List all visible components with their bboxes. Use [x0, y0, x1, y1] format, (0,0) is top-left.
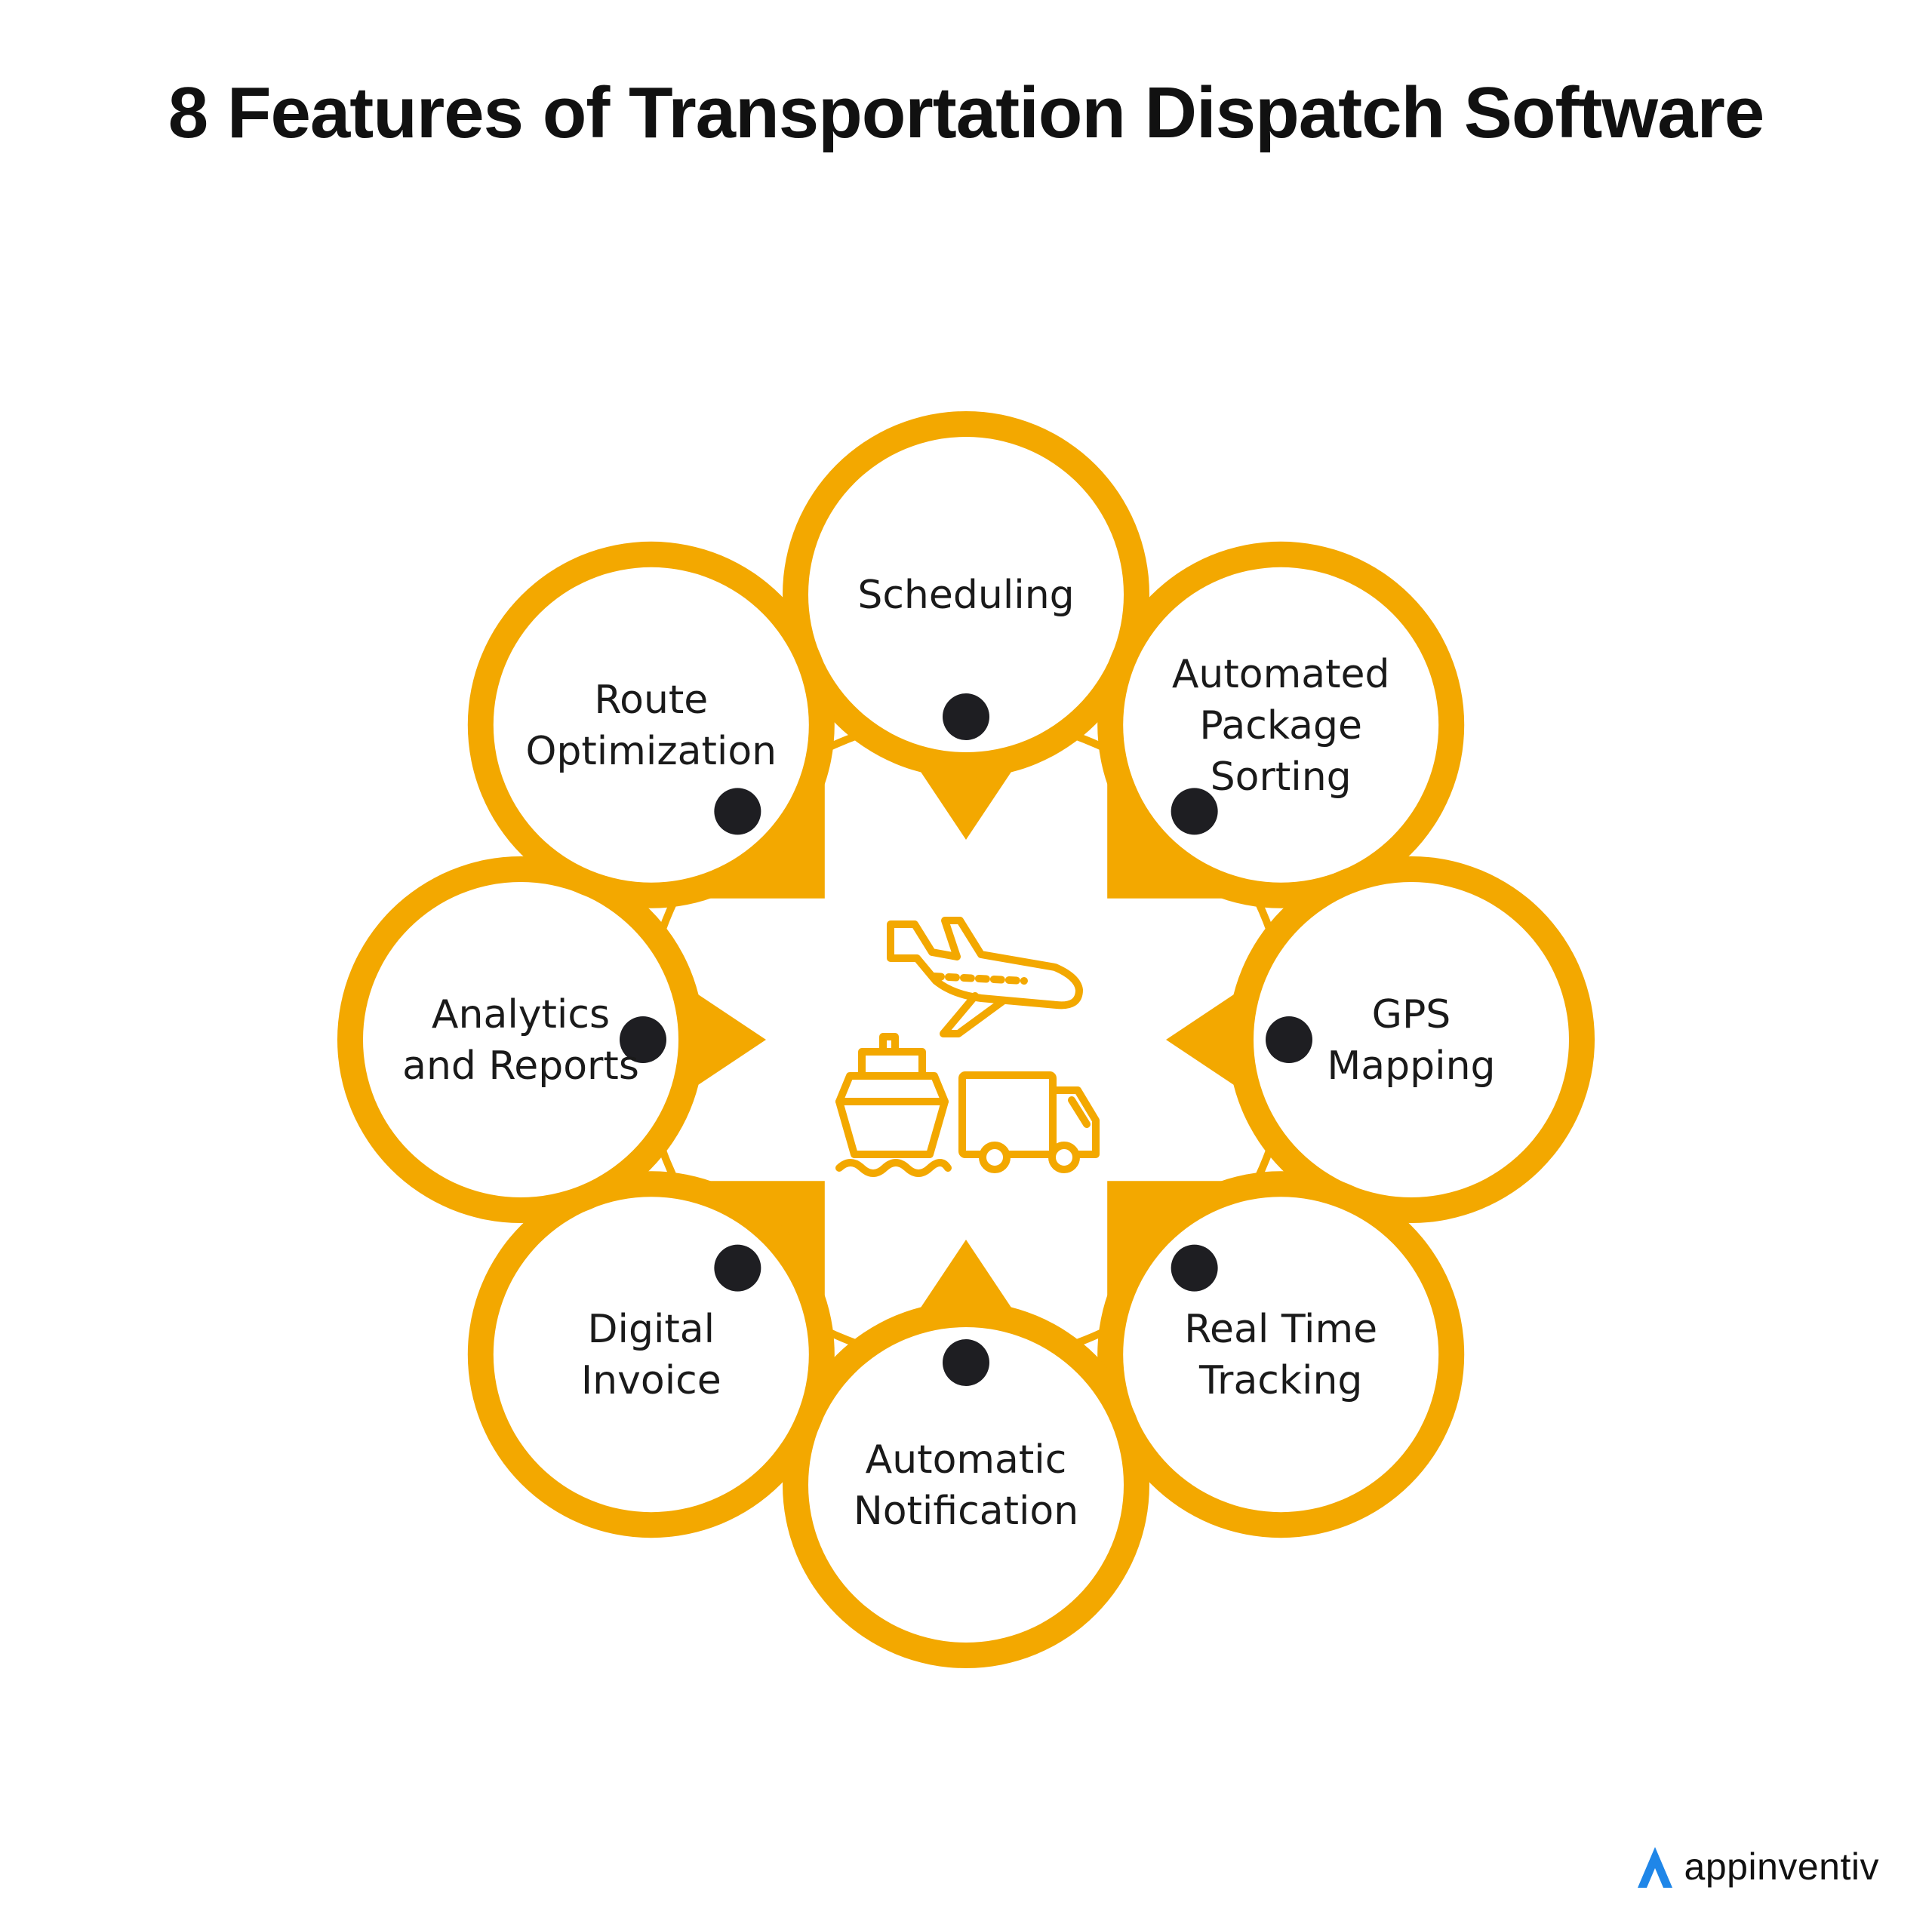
ship-icon: [835, 1033, 952, 1177]
ring-dots-layer: [620, 693, 1312, 1386]
ring-dot: [943, 693, 989, 740]
feature-label-line: Optimization: [525, 729, 777, 774]
transport-icons: [835, 917, 1100, 1177]
feature-ring-inner: [808, 1327, 1124, 1643]
feature-label-line: Notification: [854, 1489, 1078, 1534]
feature-label-line: Sorting: [1211, 754, 1352, 800]
feature-label-line: and Reports: [402, 1043, 639, 1089]
brand-name: appinventiv: [1684, 1845, 1879, 1888]
feature-ring-inner: [808, 437, 1124, 752]
feature-label: Analytics and Reports: [402, 992, 639, 1089]
feature-label: GPS Mapping: [1327, 992, 1495, 1089]
feature-label-line: GPS: [1372, 992, 1451, 1037]
feature-label-line: Automated: [1172, 652, 1390, 697]
feature-label-line: Package: [1199, 703, 1362, 748]
feature-label-line: Analytics: [432, 992, 610, 1037]
ring-dot: [1266, 1016, 1312, 1063]
feature-ring-inner: [363, 882, 678, 1197]
feature-ring-inner: [493, 567, 809, 883]
feature-label-line: Route: [594, 678, 708, 723]
feature-label-line: Mapping: [1327, 1043, 1495, 1089]
feature-label-line: Digital: [587, 1307, 715, 1352]
feature-ring-inner: [1254, 882, 1569, 1197]
feature-ring-inner: [1123, 1197, 1439, 1513]
feature-label-line: Automatic: [866, 1437, 1067, 1483]
appinventiv-logo-icon: [1637, 1847, 1672, 1888]
ring-dot: [1171, 1244, 1218, 1292]
brand-logo: appinventiv: [1633, 1842, 1879, 1891]
page-title: 8 Features of Transportation Dispatch So…: [168, 72, 1764, 153]
ring-dot: [1171, 788, 1218, 835]
feature-label-line: Tracking: [1198, 1358, 1362, 1403]
feature-label-line: Invoice: [581, 1358, 721, 1403]
feature-ring-inner: [493, 1197, 809, 1513]
airplane-icon: [887, 917, 1083, 1037]
feature-label-line: Scheduling: [857, 573, 1074, 618]
feature-ring-layer: [337, 411, 1595, 1668]
feature-label: Scheduling: [857, 573, 1074, 618]
ring-dot: [620, 1016, 666, 1063]
ring-dot: [714, 788, 761, 835]
ring-dot: [943, 1339, 989, 1386]
ring-dot: [714, 1244, 761, 1292]
truck-icon: [958, 1071, 1100, 1173]
feature-label-line: Real Time: [1184, 1307, 1377, 1352]
